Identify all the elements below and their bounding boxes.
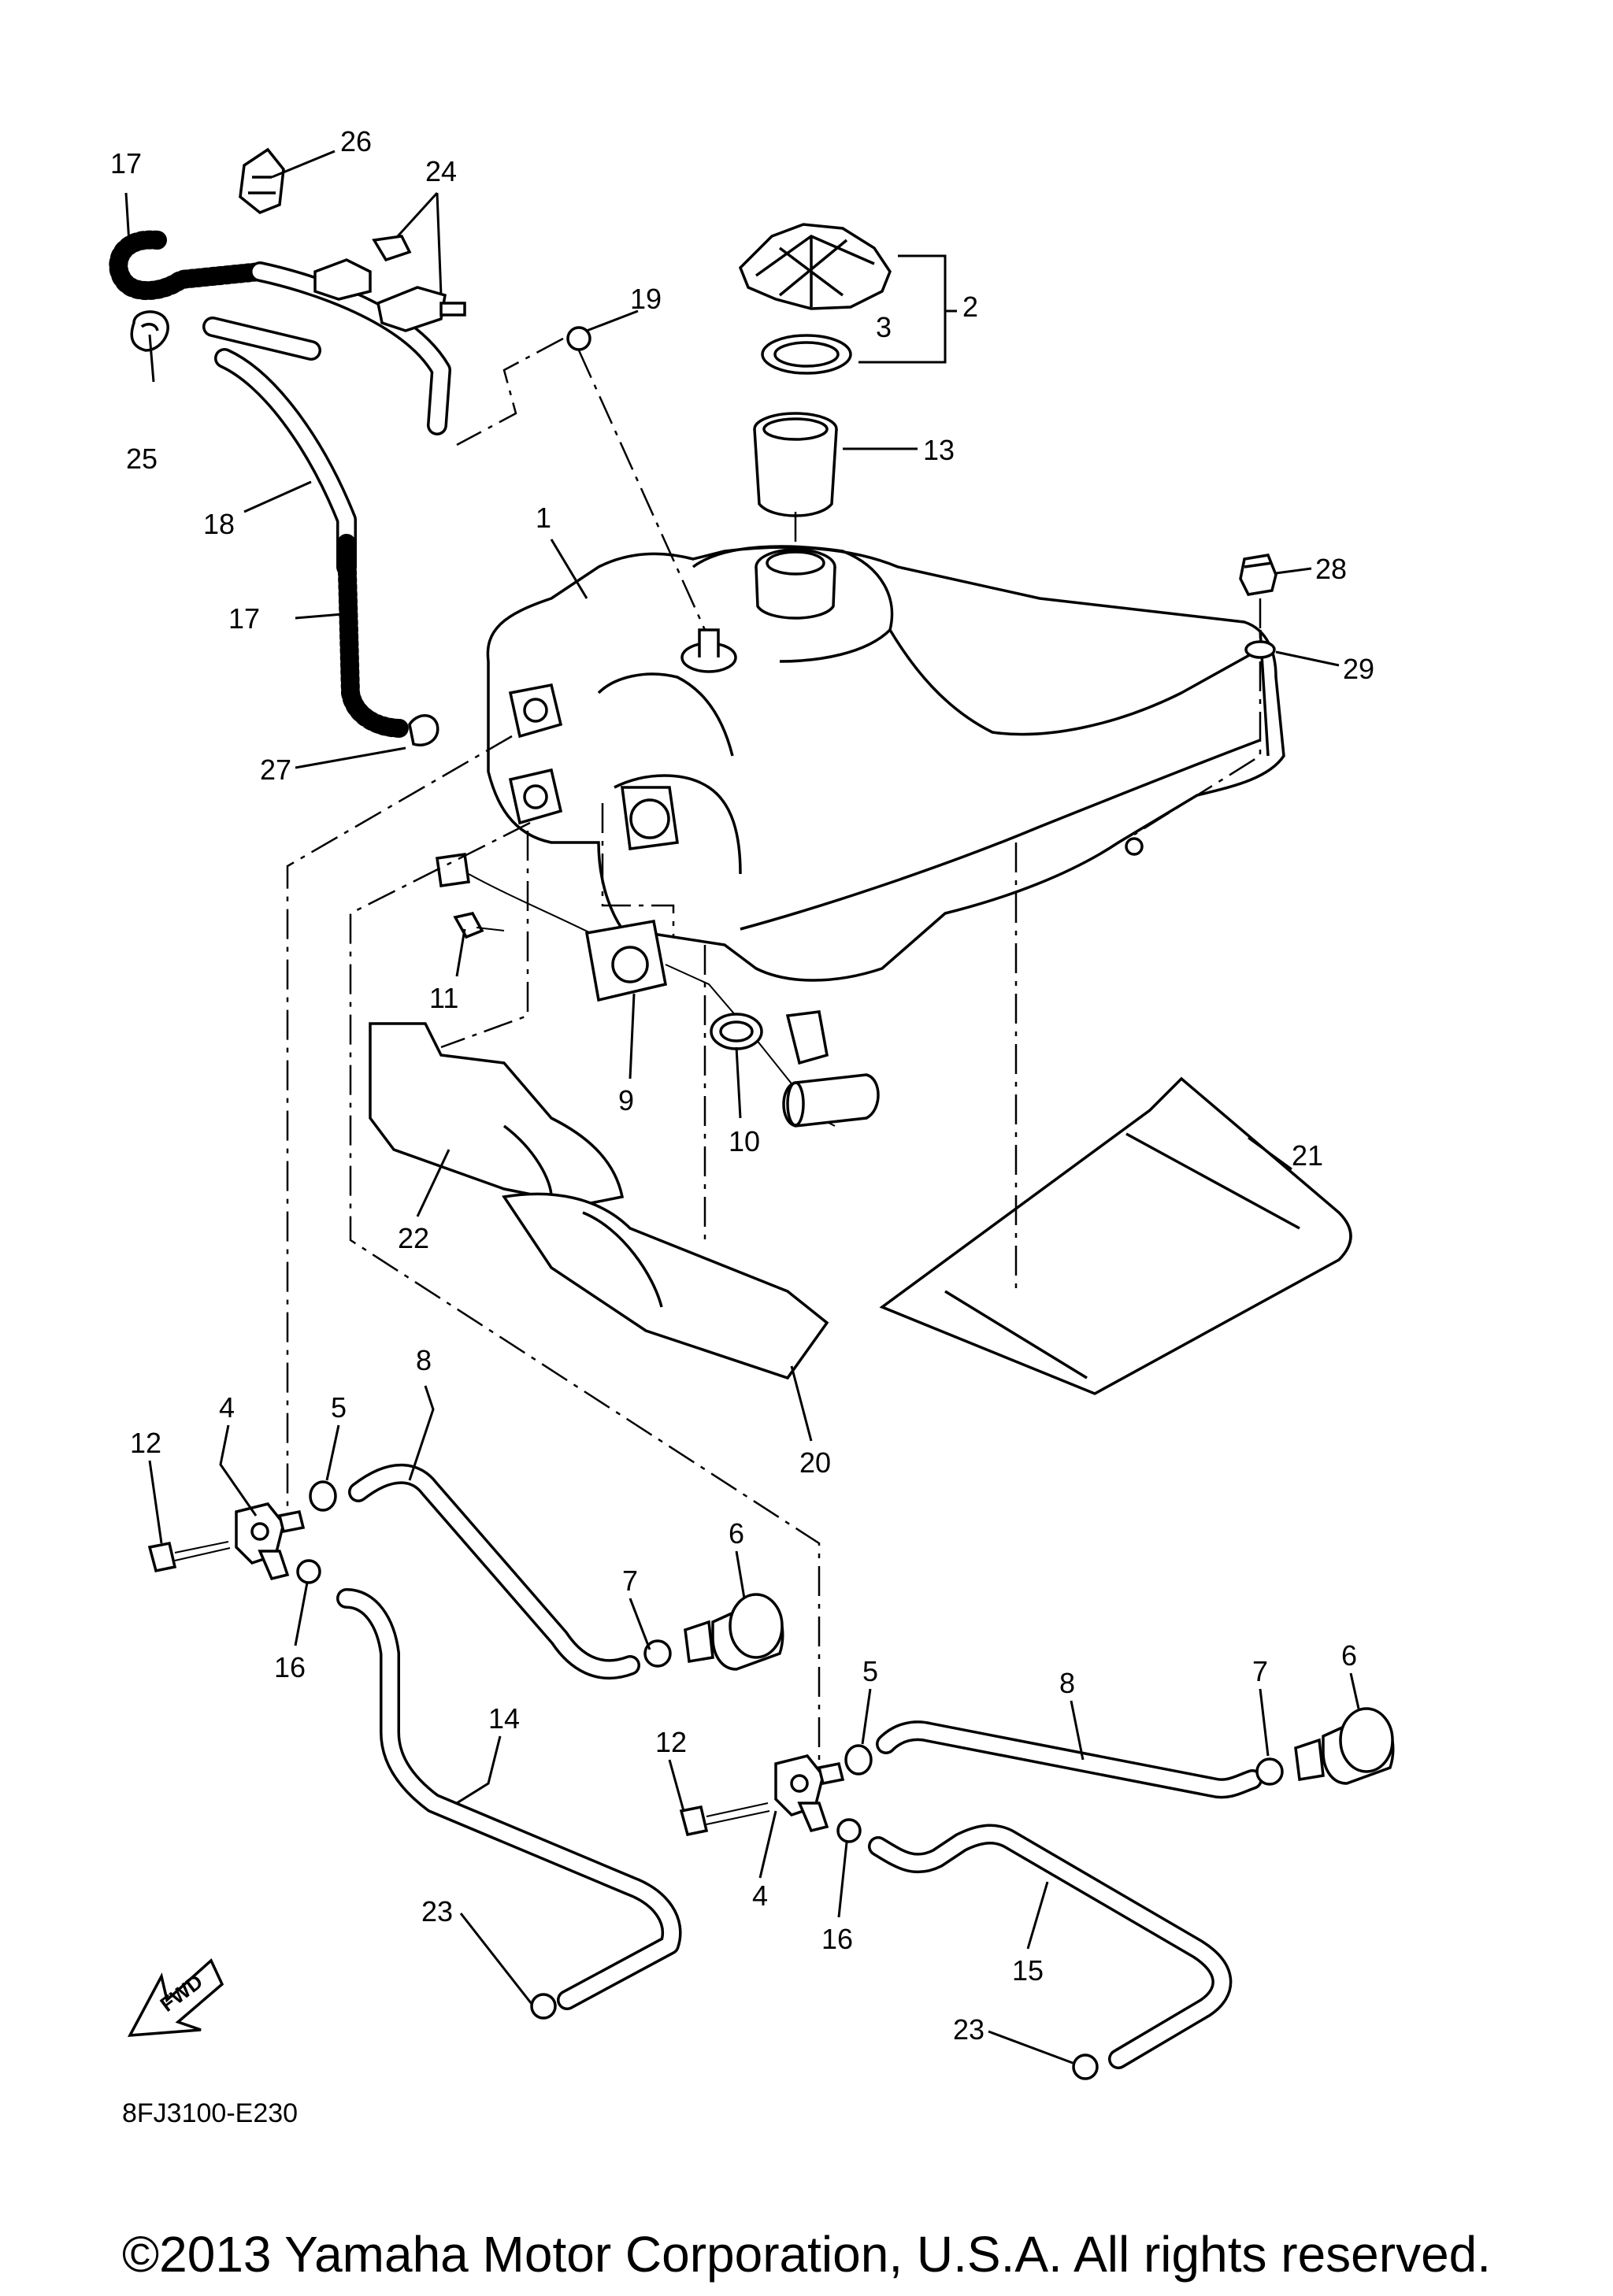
fuel-filter-6-right [1294,1707,1395,1785]
callout-1: 1 [536,502,551,534]
copyright-notice: ©2013 Yamaha Motor Corporation, U.S.A. A… [122,2226,1491,2283]
callout-6b: 6 [1341,1639,1357,1672]
callout-8a: 8 [416,1344,432,1376]
callout-12a: 12 [130,1427,161,1459]
callout-20: 20 [799,1446,831,1479]
washer-29 [1244,640,1276,659]
callout-10: 10 [729,1125,760,1157]
callout-labels: 1 2 3 13 19 26 24 17 25 18 17 27 28 29 1… [110,125,1374,2046]
callout-4b: 4 [752,1879,768,1912]
callout-9: 9 [618,1084,634,1117]
callout-7b: 7 [1252,1655,1268,1687]
callout-21: 21 [1292,1139,1323,1172]
hose-clamp-7-right [1255,1757,1284,1786]
fwd-arrow-icon: FWD [127,1958,224,2037]
callout-8b: 8 [1059,1667,1075,1699]
fuel-hose-14 [336,1588,682,2010]
clamp-16-left [296,1559,321,1584]
clip-25 [130,310,169,352]
callout-29: 29 [1343,653,1374,685]
callout-26: 26 [340,125,372,157]
callout-18: 18 [203,508,235,540]
assembly-guide-lines [286,337,1262,1764]
fuel-cap [738,223,892,310]
fuel-filter-6-left [684,1593,784,1671]
vent-valve-19 [566,326,591,351]
callout-4a: 4 [219,1391,235,1424]
protector-plate-22 [369,1022,625,1206]
protector-plate-21 [879,1076,1352,1395]
callout-14: 14 [488,1702,520,1735]
callout-28: 28 [1315,553,1347,585]
callout-6a: 6 [729,1517,744,1550]
fuel-cock-right [774,1754,845,1833]
leader-lines [124,150,1360,2065]
callout-23b: 23 [953,2013,984,2046]
callout-22: 22 [398,1222,429,1254]
seal-5-left [309,1480,337,1512]
fuel-hose-15 [868,1824,1233,2069]
callout-17a: 17 [110,147,142,180]
fuel-cock-left [235,1502,306,1581]
callout-25: 25 [126,443,158,475]
callout-11: 11 [429,982,458,1014]
callout-19: 19 [630,283,662,315]
strainer [753,412,838,517]
fuel-hose-8-left [348,1463,640,1679]
callout-23a: 23 [421,1895,453,1928]
callout-13: 13 [923,434,955,466]
pump-gasket-10 [710,1013,763,1050]
fuel-hose-8-right [876,1720,1263,1799]
callout-27: 27 [260,754,291,786]
hose-clamp-23-left [530,1993,557,2020]
callout-2: 2 [962,291,978,323]
callout-7a: 7 [622,1565,638,1597]
callout-24: 24 [425,155,457,187]
callout-16a: 16 [274,1651,306,1683]
t-joint-24 [313,235,466,332]
callout-3: 3 [876,311,892,343]
protector-plate-20 [502,1192,829,1380]
cap-gasket [761,334,852,375]
diagram-part-code: 8FJ3100-E230 [122,2098,298,2128]
clamp-16-right [836,1818,862,1843]
callout-15: 15 [1012,1954,1044,1987]
callout-17b: 17 [228,602,260,635]
bolt-12-right [679,1802,770,1837]
callout-5a: 5 [331,1391,347,1424]
hose-clamp-7-left [643,1639,672,1668]
callout-16b: 16 [821,1923,853,1955]
callout-5b: 5 [862,1655,878,1687]
fuel-pump-assembly [436,853,880,1128]
fuel-tank [486,545,1285,982]
hose-clamp-26 [239,147,285,215]
hose-clamp-23-right [1072,2053,1099,2080]
seal-5-right [844,1744,873,1776]
callout-12b: 12 [655,1726,687,1758]
bolt-12-left [147,1541,231,1573]
bolt-28 [1239,554,1277,596]
